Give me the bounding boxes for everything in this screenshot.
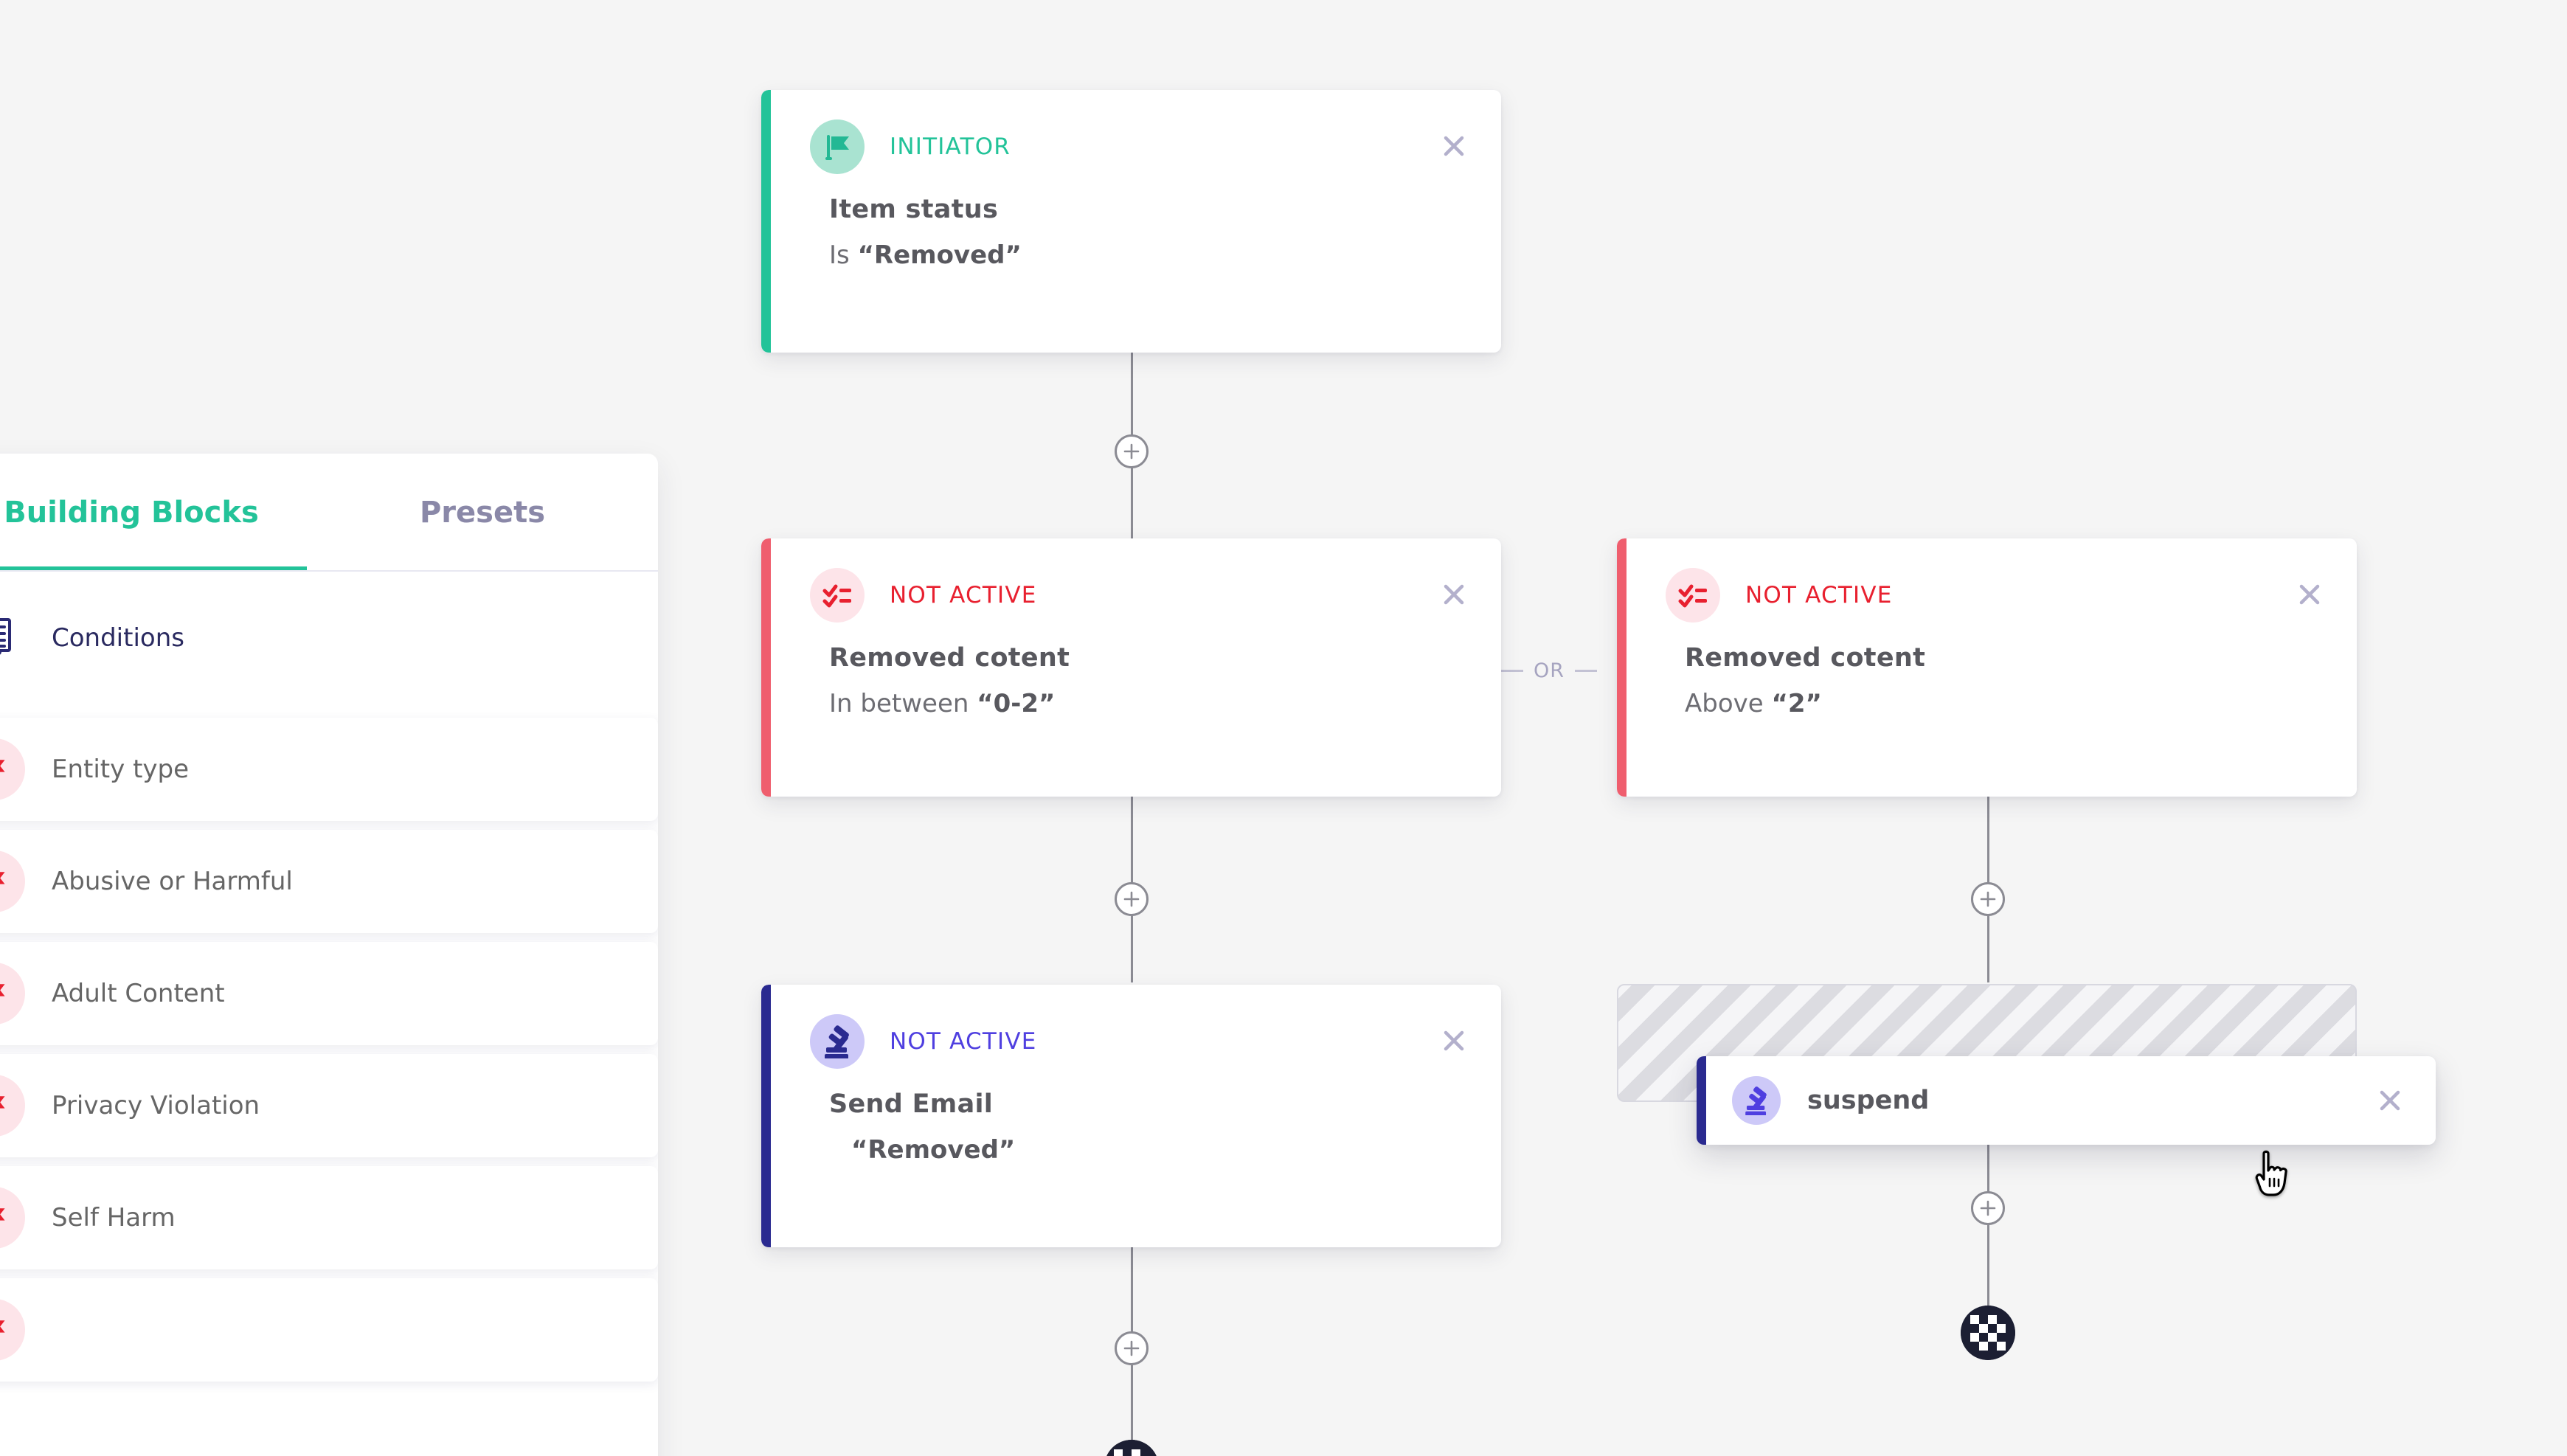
card-condition: Above “2” (1685, 689, 2318, 718)
tab-presets[interactable]: Presets (307, 454, 658, 572)
card-condition-value: “0-2” (977, 689, 1056, 718)
add-step-button[interactable] (1115, 1331, 1149, 1365)
list-item[interactable]: Privacy Violation (0, 1054, 658, 1157)
add-step-button[interactable] (1115, 434, 1149, 468)
card-title: Send Email (829, 1089, 994, 1119)
branch-or-connector: OR (1501, 659, 1598, 682)
flow-card-condition-right[interactable]: NOT ACTIVE Removed cotent Above “2” (1617, 538, 2357, 797)
dragging-card-label: suspend (1807, 1086, 1930, 1115)
list-item[interactable] (0, 1278, 658, 1382)
card-status-label: NOT ACTIVE (890, 1028, 1037, 1055)
checklist-icon (1678, 584, 1707, 608)
or-dash-right (1575, 670, 1598, 672)
card-condition-prefix: Above (1685, 689, 1772, 718)
card-accent-bar (1697, 1056, 1706, 1145)
red-flag-icon (0, 738, 25, 800)
action-badge (1732, 1076, 1781, 1125)
close-card-button[interactable] (2375, 1086, 2405, 1115)
close-icon (2299, 584, 2320, 605)
green-flag-icon (825, 135, 849, 160)
card-accent-bar (761, 90, 771, 353)
close-icon (2380, 1090, 2400, 1111)
documents-list-icon (0, 618, 25, 658)
add-step-button[interactable] (1971, 882, 2005, 916)
card-condition-value: “2” (1771, 689, 1822, 718)
card-status-label: NOT ACTIVE (1745, 582, 1893, 609)
plus-icon (1123, 443, 1140, 460)
plus-icon (1123, 891, 1140, 907)
initiator-badge (810, 119, 865, 174)
close-card-button[interactable] (1439, 1026, 1469, 1055)
card-accent-bar (761, 985, 771, 1247)
card-condition-value: “Removed” (851, 1135, 1016, 1165)
card-accent-bar (1617, 538, 1627, 797)
card-condition-value: “Removed” (857, 240, 1022, 270)
red-flag-icon (0, 1075, 25, 1137)
add-step-button[interactable] (1115, 882, 1149, 916)
red-flag-icon (0, 1299, 25, 1361)
list-item-label: Privacy Violation (52, 1091, 260, 1120)
card-condition: “Removed” (851, 1135, 1463, 1165)
list-item-label: Entity type (52, 755, 190, 784)
condition-badge (1666, 568, 1720, 623)
list-item-label: Abusive or Harmful (52, 867, 293, 896)
plus-icon (1980, 1200, 1996, 1216)
red-flag-icon (0, 963, 25, 1025)
close-card-button[interactable] (2295, 580, 2324, 609)
list-item-label: Self Harm (52, 1203, 176, 1233)
plus-icon (1123, 1340, 1140, 1356)
panel-tabs: Building Blocks Presets (0, 454, 658, 572)
flow-card-condition-left[interactable]: NOT ACTIVE Removed cotent In between “0-… (761, 538, 1501, 797)
list-item[interactable]: Self Harm (0, 1166, 658, 1269)
card-title: Item status (829, 195, 999, 224)
card-accent-bar (761, 538, 771, 797)
end-node[interactable] (1961, 1306, 2015, 1360)
gavel-icon (1745, 1086, 1767, 1115)
section-conditions[interactable]: Conditions (0, 572, 658, 704)
or-label: OR (1534, 659, 1565, 682)
list-item[interactable]: Entity type (0, 718, 658, 821)
card-status-label: INITIATOR (890, 134, 1011, 160)
tab-building-blocks[interactable]: Building Blocks (0, 454, 307, 572)
close-icon (1444, 136, 1464, 156)
end-node-bottom-left[interactable] (1104, 1440, 1159, 1456)
checkered-flag-icon (1961, 1306, 2015, 1360)
or-dash-left (1501, 670, 1523, 672)
close-card-button[interactable] (1439, 131, 1469, 161)
checklist-icon (822, 584, 851, 608)
list-item-label: Adult Content (52, 979, 225, 1008)
tab-label: Building Blocks (4, 496, 259, 530)
card-title: Removed cotent (1685, 643, 1926, 673)
add-step-button[interactable] (1971, 1191, 2005, 1225)
action-badge (810, 1014, 865, 1069)
section-label: Conditions (52, 623, 184, 653)
card-condition-prefix: Is (829, 240, 858, 270)
checkered-flag-icon (1106, 1440, 1157, 1456)
red-flag-icon (0, 850, 25, 912)
flow-card-action-send-email[interactable]: NOT ACTIVE Send Email “Removed” (761, 985, 1501, 1247)
gavel-icon (825, 1025, 849, 1058)
close-card-button[interactable] (1439, 580, 1469, 609)
card-status-label: NOT ACTIVE (890, 582, 1037, 609)
tab-label: Presets (419, 496, 546, 530)
close-icon (1444, 584, 1464, 605)
list-item[interactable]: Abusive or Harmful (0, 830, 658, 933)
card-title: Removed cotent (829, 643, 1070, 673)
red-flag-icon (0, 1187, 25, 1249)
condition-badge (810, 568, 865, 623)
close-icon (1444, 1030, 1464, 1051)
building-blocks-panel[interactable]: Building Blocks Presets Co (0, 454, 658, 1456)
card-condition-prefix: In between (829, 689, 977, 718)
flow-card-initiator[interactable]: INITIATOR Item status Is “Removed” (761, 90, 1501, 353)
plus-icon (1980, 891, 1996, 907)
card-condition: In between “0-2” (829, 689, 1463, 718)
list-item[interactable]: Adult Content (0, 942, 658, 1045)
card-condition: Is “Removed” (829, 240, 1463, 270)
dragging-card-suspend[interactable]: suspend (1697, 1056, 2436, 1145)
